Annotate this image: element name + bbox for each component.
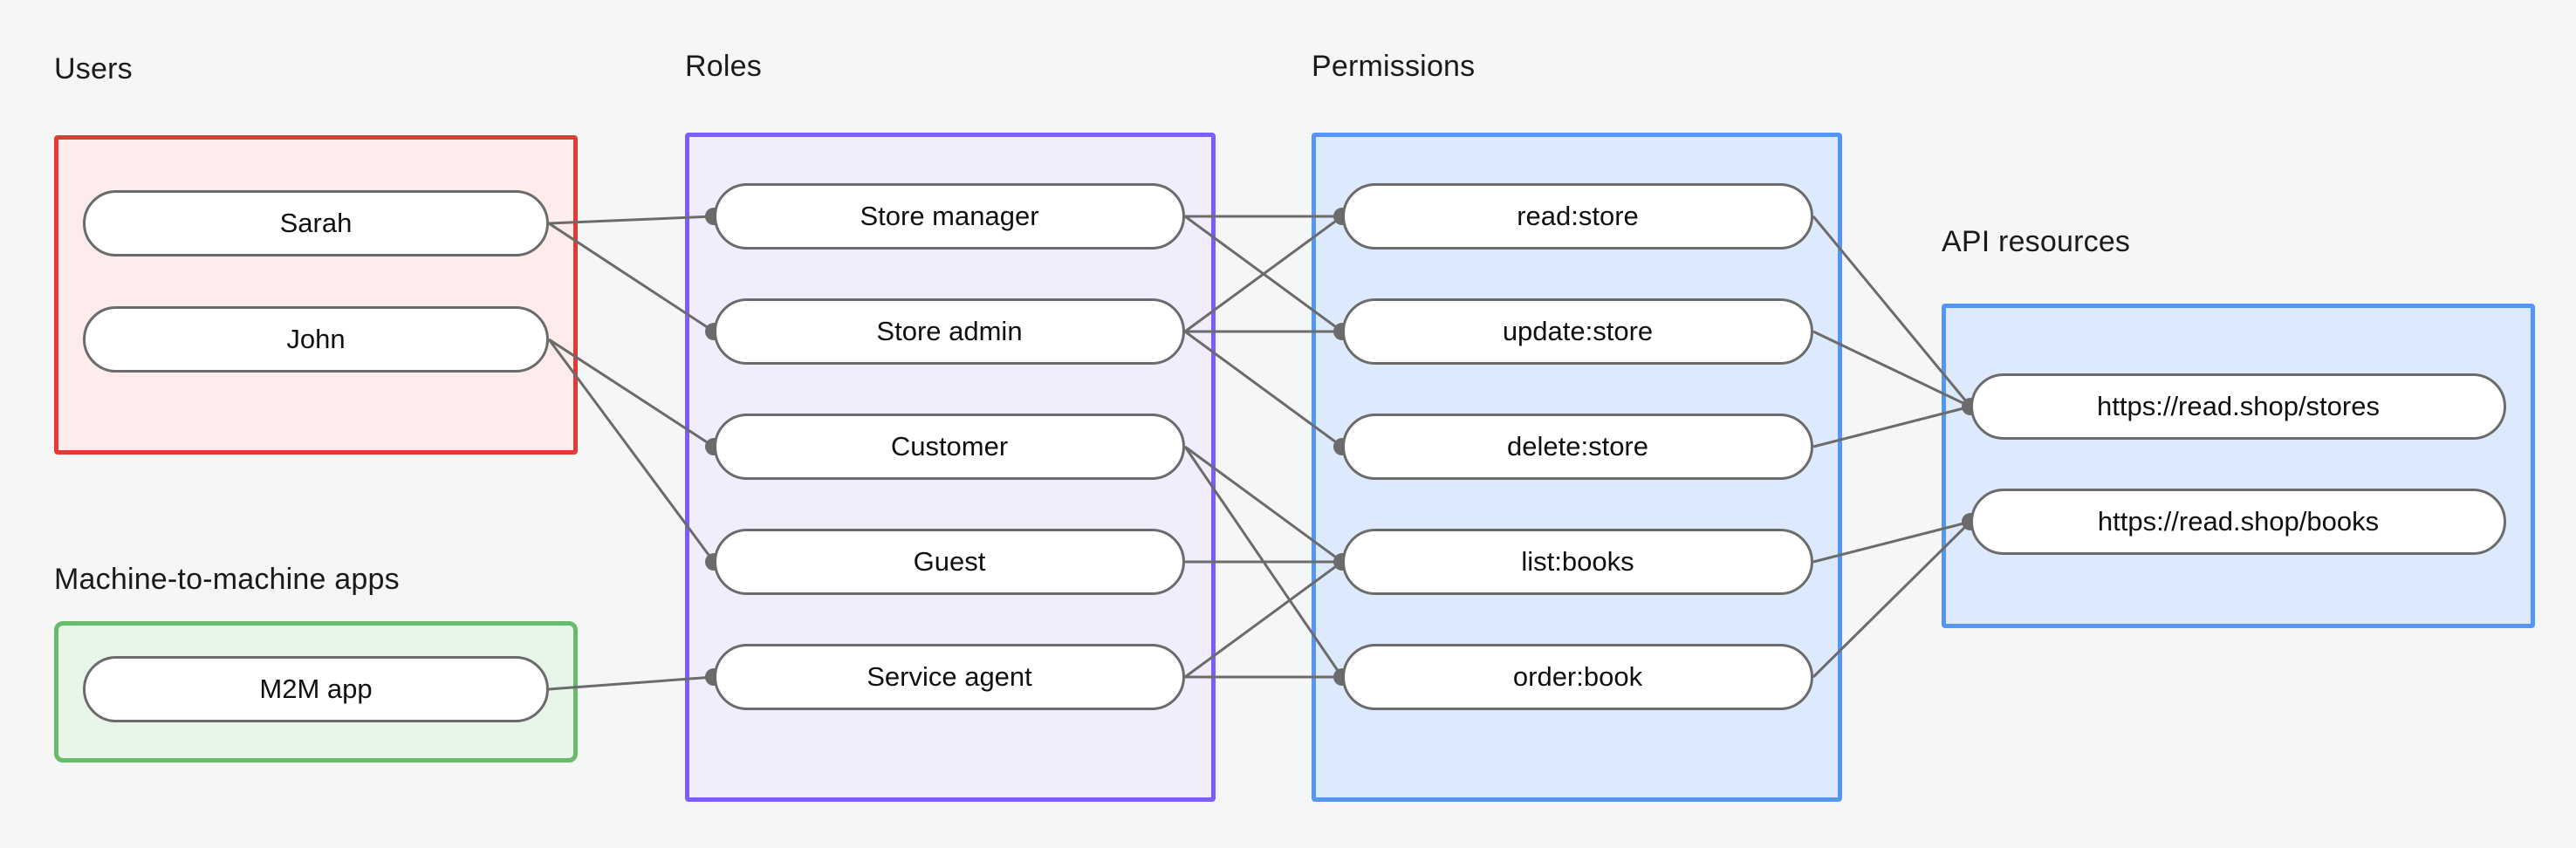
node-read_store[interactable]: read:store	[1342, 183, 1813, 250]
node-label: John	[286, 324, 346, 354]
node-guest[interactable]: Guest	[714, 529, 1185, 595]
node-list_books[interactable]: list:books	[1342, 529, 1813, 595]
node-label: https://read.shop/books	[2097, 506, 2380, 537]
node-store_admin[interactable]: Store admin	[714, 298, 1185, 365]
node-delete_store[interactable]: delete:store	[1342, 414, 1813, 480]
group-label-permissions: Permissions	[1312, 50, 1476, 83]
node-res_stores[interactable]: https://read.shop/stores	[1970, 373, 2506, 440]
group-box-users	[54, 135, 578, 455]
node-label: M2M app	[259, 674, 373, 704]
node-label: Store admin	[876, 316, 1023, 346]
node-label: https://read.shop/stores	[2097, 391, 2380, 421]
node-update_store[interactable]: update:store	[1342, 298, 1813, 365]
group-label-roles: Roles	[685, 50, 762, 83]
group-label-api: API resources	[1942, 225, 2131, 258]
node-store_manager[interactable]: Store manager	[714, 183, 1185, 250]
node-label: list:books	[1521, 546, 1634, 577]
node-label: delete:store	[1507, 431, 1648, 462]
node-customer[interactable]: Customer	[714, 414, 1185, 480]
group-box-api	[1942, 304, 2535, 628]
node-sarah[interactable]: Sarah	[83, 190, 549, 256]
node-label: read:store	[1517, 201, 1639, 231]
node-label: Customer	[890, 431, 1009, 462]
node-res_books[interactable]: https://read.shop/books	[1970, 489, 2506, 555]
node-label: Store manager	[860, 201, 1039, 231]
node-label: order:book	[1512, 661, 1643, 692]
node-label: update:store	[1502, 316, 1654, 346]
node-label: Guest	[913, 546, 986, 577]
group-label-users: Users	[54, 52, 133, 85]
node-john[interactable]: John	[83, 306, 549, 373]
node-label: Sarah	[279, 208, 353, 238]
node-label: Service agent	[867, 661, 1032, 692]
node-service_agent[interactable]: Service agent	[714, 644, 1185, 710]
group-label-m2m: Machine-to-machine apps	[54, 563, 400, 596]
node-m2m_app[interactable]: M2M app	[83, 656, 549, 722]
node-order_book[interactable]: order:book	[1342, 644, 1813, 710]
